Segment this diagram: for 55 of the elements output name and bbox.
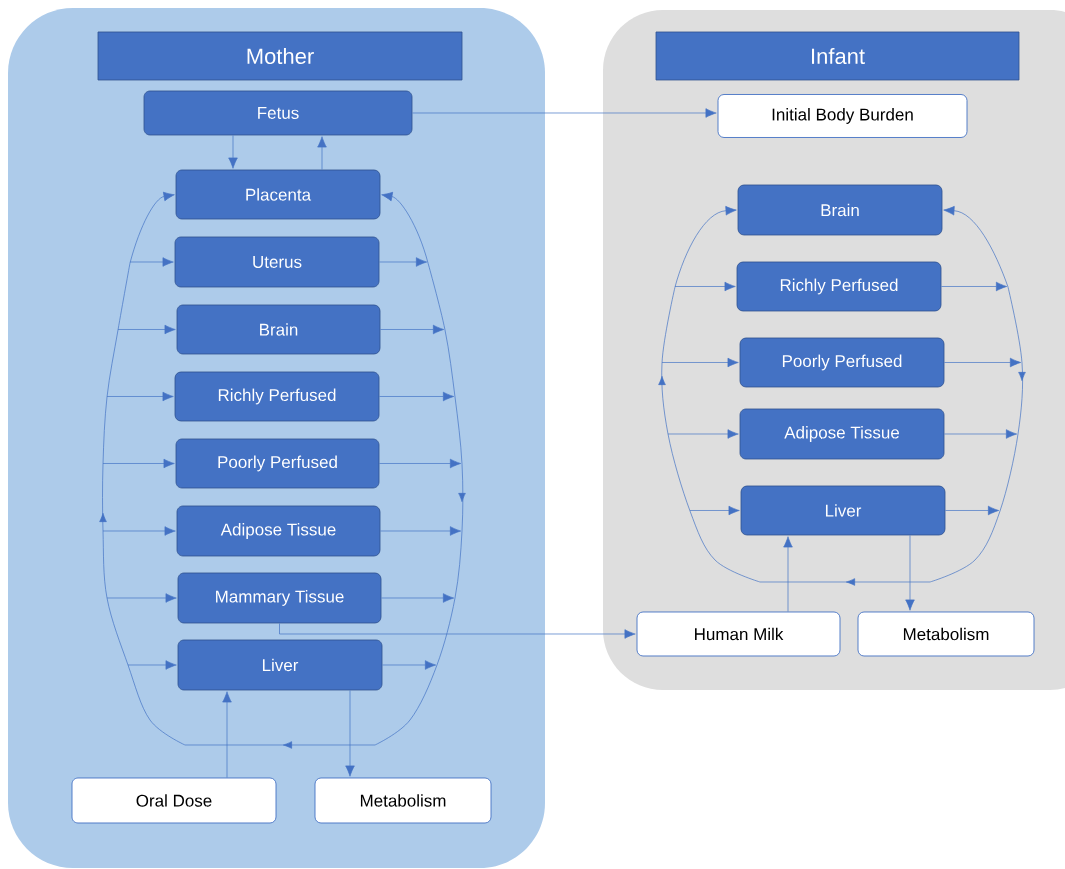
arrow [228,135,238,169]
arrow [102,458,175,469]
arrow [129,257,174,267]
arrow [689,505,740,516]
arrow [379,391,455,402]
compartment-box: Adipose Tissue [176,505,381,557]
compartment-box: Brain [176,304,381,355]
arrow [317,136,327,170]
arrow [674,281,736,292]
arrow [667,429,739,439]
arrow [941,281,1008,292]
arrow [379,458,462,469]
compartment-box: Brain [737,184,943,236]
arrow [945,505,1000,516]
compartment-box: Liver [177,639,383,691]
arrow [381,191,429,264]
arrow [380,324,445,335]
arrow [905,535,915,611]
arrow [944,357,1022,368]
arrow [279,623,636,639]
input-output-box: Metabolism [314,777,492,824]
compartment-box: Liver [740,485,946,536]
arrow [944,429,1018,439]
input-output-box: Human Milk [636,611,841,657]
arrow [129,191,175,264]
compartment-box: Poorly Perfused [739,337,945,388]
compartment-box: Richly Perfused [174,371,380,422]
compartment-box: Richly Perfused [736,261,942,312]
arrow [943,206,1009,288]
arrow [661,357,739,368]
arrow [345,690,355,777]
arrow [102,526,176,536]
arrow [222,691,232,778]
arrow [380,526,462,536]
compartment-box: Mammary Tissue [177,572,382,624]
arrow [106,593,177,603]
arrow [106,391,174,402]
arrow [674,206,737,288]
input-output-box: Oral Dose [71,777,277,824]
arrow [412,108,717,118]
compartment-box: Poorly Perfused [175,438,380,489]
arrow [117,324,176,335]
arrow [379,257,428,267]
compartment-box: Placenta [175,169,381,220]
compartment-box: Fetus [143,90,413,136]
arrow [127,660,177,670]
arrow [381,593,455,603]
compartment-box: Adipose Tissue [739,408,945,460]
arrow [783,536,793,612]
input-output-box: Metabolism [857,611,1035,657]
title-band: Infant [655,31,1020,81]
input-output-box: Initial Body Burden [717,94,968,138]
arrow [382,660,437,670]
compartment-box: Uterus [174,236,380,288]
title-band: Mother [97,31,463,81]
